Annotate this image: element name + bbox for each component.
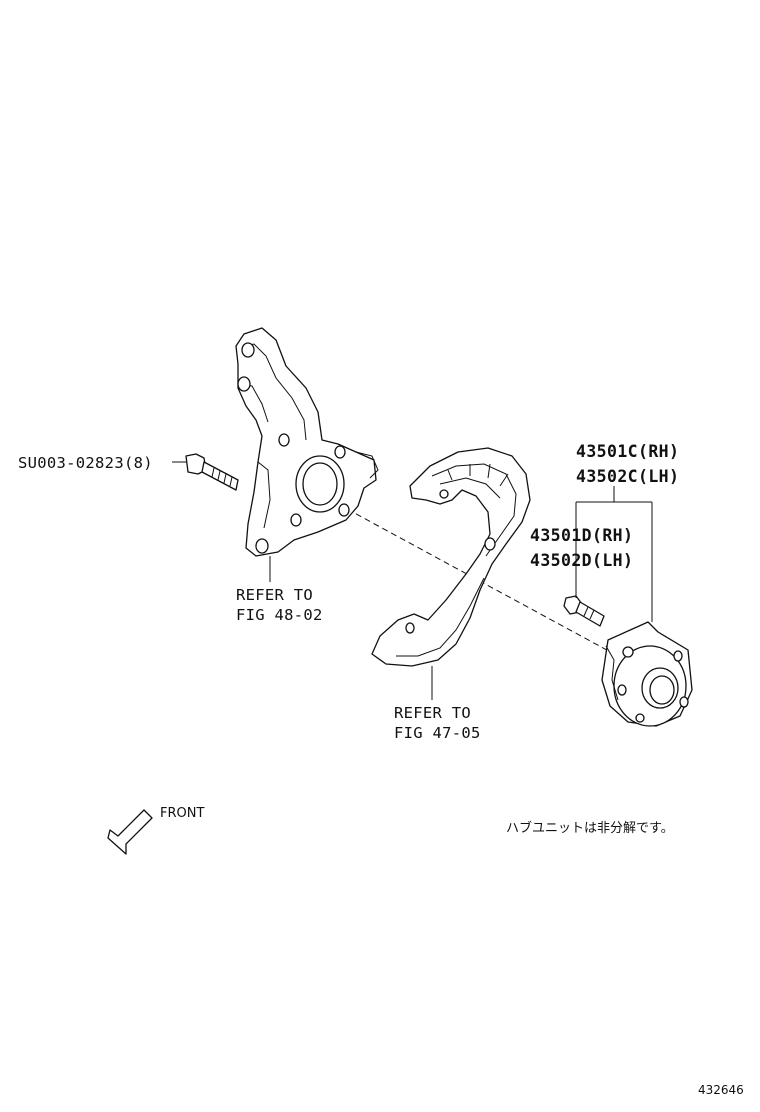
front-label: FRONT: [160, 806, 204, 821]
hub-part-lh-c: 43502C(LH): [576, 467, 679, 486]
steering-knuckle: [235, 327, 379, 557]
hub-bolt: [563, 595, 605, 627]
assembly-axis-line: [311, 489, 641, 669]
hub-part-lh-d: 43502D(LH): [530, 551, 633, 570]
arrow-down-left-icon: [107, 809, 153, 855]
non-disassembly-note: ハブユニットは非分解です。: [506, 820, 674, 836]
shield-ref-line1: REFER TO: [394, 704, 471, 722]
hub-part-rh-d: 43501D(RH): [530, 526, 633, 545]
leader-hub-c: [575, 486, 653, 622]
knuckle-ref-line1: REFER TO: [236, 586, 313, 604]
knuckle-ref-line2: FIG 48-02: [236, 606, 323, 624]
figure-number: 432646: [698, 1083, 744, 1097]
shield-ref-line2: FIG 47-05: [394, 724, 481, 742]
bolt-part-number: SU003-02823(8): [18, 454, 153, 472]
hub-part-rh-c: 43501C(RH): [576, 442, 679, 461]
hub-unit: [601, 621, 693, 727]
dust-shield: [371, 447, 531, 667]
bolt-left: [185, 453, 239, 491]
